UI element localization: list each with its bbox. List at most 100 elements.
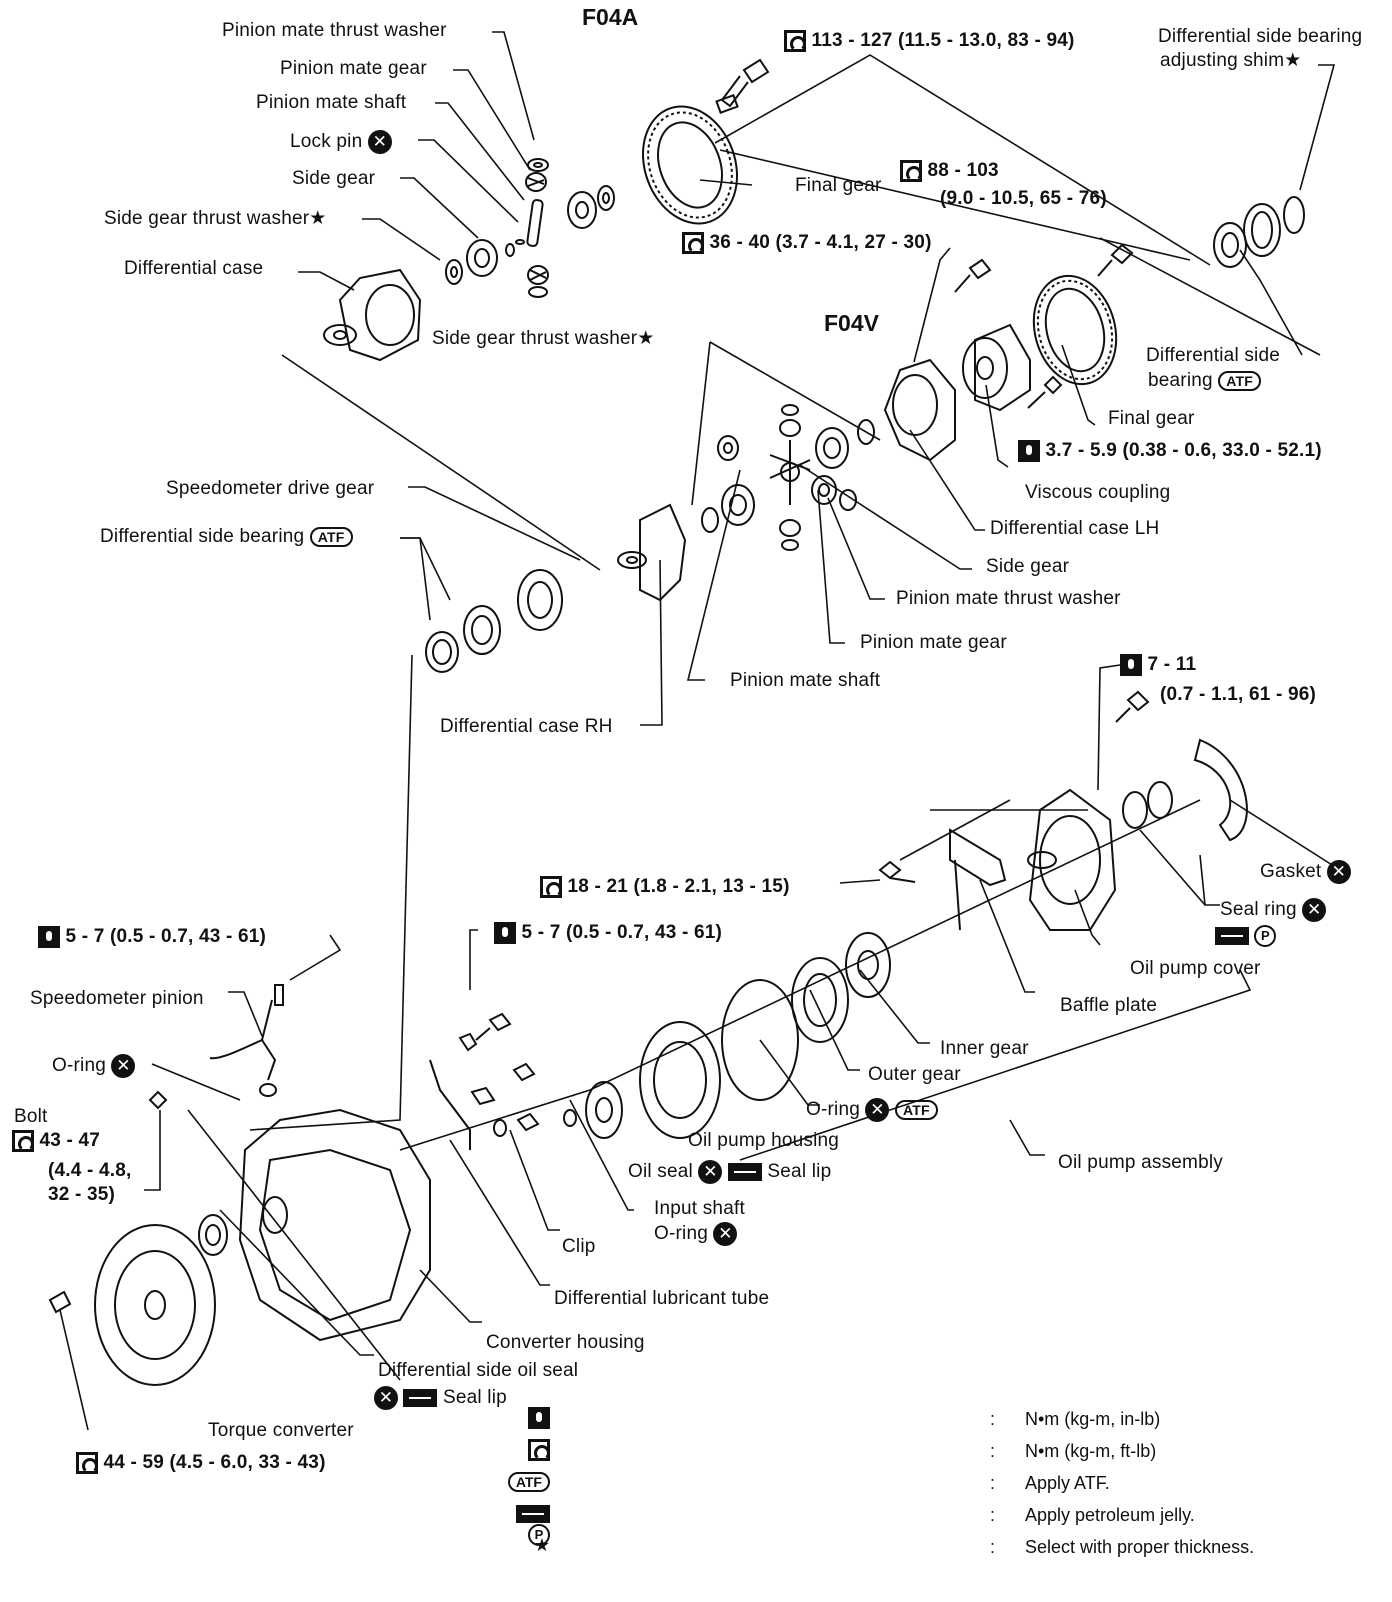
petroleum-jelly-icon [403, 1389, 438, 1407]
lock-pin-text: Lock pin [290, 131, 363, 153]
label-torque-7-11-2: (0.7 - 1.1, 61 - 96) [1160, 684, 1317, 705]
label-torque-36-40: 36 - 40 (3.7 - 4.1, 27 - 30) [682, 232, 932, 254]
label-side-gear-thrust-washer-top: Side gear thrust washer★ [104, 208, 327, 230]
atf-icon: ATF [894, 1100, 938, 1120]
torque-in-lb-icon [494, 922, 516, 944]
label-bolt: Bolt [14, 1106, 48, 1127]
gasket-text: Gasket [1260, 861, 1322, 883]
label-inner-gear: Inner gear [940, 1038, 1029, 1059]
label-final-gear-right: Final gear [1108, 408, 1195, 429]
torque-ft-lb-icon [76, 1452, 98, 1474]
petroleum-jelly-icon [727, 1163, 762, 1181]
label-pinion-mate-gear-right: Pinion mate gear [860, 632, 1007, 653]
replace-icon: ✕ [1302, 898, 1327, 922]
star-icon: ★ [533, 1535, 550, 1555]
label-differential-case: Differential case [124, 258, 264, 279]
label-diff-side-bearing-right-2: bearing ATF [1148, 370, 1262, 392]
label-differential-case-rh: Differential case RH [440, 716, 613, 737]
label-torque-final-gear-2: (9.0 - 10.5, 65 - 76) [940, 188, 1107, 209]
label-pinion-mate-thrust-washer-top: Pinion mate thrust washer [222, 20, 447, 41]
label-seal-ring: Seal ring ✕ [1220, 898, 1327, 922]
p-icon: P [1254, 925, 1277, 947]
label-torque-7-11-1: 7 - 11 [1120, 654, 1196, 676]
label-side-gear-thrust-washer-mid: Side gear thrust washer★ [432, 328, 655, 350]
f04v-parts [425, 196, 1305, 673]
label-o-ring-left: O-ring ✕ [52, 1054, 136, 1078]
label-converter-housing: Converter housing [486, 1332, 645, 1353]
label-torque-5-7-mid: 5 - 7 (0.5 - 0.7, 43 - 61) [494, 922, 722, 944]
atf-icon: ATF [309, 526, 353, 547]
label-torque-final-gear-1: 88 - 103 [900, 160, 999, 182]
label-outer-gear: Outer gear [868, 1064, 961, 1085]
label-bolt-torque-3: 32 - 35) [48, 1184, 116, 1205]
torque-ft-lb-icon [540, 876, 562, 898]
torque-113-127-text: 113 - 127 (11.5 - 13.0, 83 - 94) [811, 30, 1075, 52]
shim-text: adjusting shim [1160, 50, 1285, 71]
colon: : [990, 1409, 996, 1429]
torque-in-lb-icon [38, 926, 60, 948]
label-oil-pump-cover: Oil pump cover [1130, 958, 1261, 979]
torque-5-7-left-text: 5 - 7 (0.5 - 0.7, 43 - 61) [65, 926, 267, 948]
f04v-title: F04V [824, 310, 879, 336]
label-torque-5-7-left: 5 - 7 (0.5 - 0.7, 43 - 61) [38, 926, 266, 948]
label-input-shaft-1: Input shaft [654, 1198, 745, 1219]
replace-icon: ✕ [367, 130, 392, 154]
label-differential-case-lh: Differential case LH [990, 518, 1160, 539]
petroleum-jelly-icon [516, 1505, 550, 1524]
star-icon: ★ [637, 328, 655, 349]
label-side-gear-right: Side gear [986, 556, 1070, 577]
label-gasket: Gasket ✕ [1260, 860, 1351, 884]
label-input-shaft-2: O-ring ✕ [654, 1222, 738, 1246]
label-torque-viscous: 3.7 - 5.9 (0.38 - 0.6, 33.0 - 52.1) [1018, 440, 1322, 462]
torque-ft-lb-icon [682, 232, 704, 254]
label-differential-side-oil-seal: Differential side oil seal [378, 1360, 579, 1381]
legend-text: Apply petroleum jelly. [1025, 1505, 1195, 1525]
colon: : [990, 1537, 996, 1557]
legend-text: N•m (kg-m, in-lb) [1025, 1409, 1161, 1429]
torque-5-7-mid-text: 5 - 7 (0.5 - 0.7, 43 - 61) [521, 922, 723, 944]
torque-ft-lb-icon [12, 1130, 34, 1152]
label-seal-ring-jelly: P [1215, 925, 1277, 947]
torque-ft-lb-icon [900, 160, 922, 182]
legend-text: Select with proper thickness. [1025, 1537, 1255, 1557]
torque-36-40-text: 36 - 40 (3.7 - 4.1, 27 - 30) [709, 232, 932, 254]
torque-in-lb-icon [528, 1407, 550, 1430]
label-lock-pin: Lock pin ✕ [290, 130, 392, 154]
torque-in-lb-icon [1120, 654, 1142, 676]
side-gear-thrust-washer-mid-text: Side gear thrust washer [432, 328, 638, 349]
torque-viscous-text: 3.7 - 5.9 (0.38 - 0.6, 33.0 - 52.1) [1045, 440, 1322, 462]
label-seal-lip-2: ✕ Seal lip [374, 1386, 507, 1410]
petroleum-jelly-icon [1215, 927, 1249, 945]
label-diff-side-bearing-shim-2: adjusting shim★ [1160, 50, 1301, 72]
torque-18-21-text: 18 - 21 (1.8 - 2.1, 13 - 15) [567, 876, 790, 898]
legend-text: Apply ATF. [1025, 1473, 1110, 1493]
label-speedometer-pinion: Speedometer pinion [30, 988, 204, 1009]
label-diff-side-bearing-shim-1: Differential side bearing [1158, 26, 1363, 47]
label-bolt-torque-2: (4.4 - 4.8, [48, 1160, 132, 1181]
label-final-gear-top: Final gear [795, 175, 882, 196]
differential-side-bearing-text: Differential side bearing [100, 526, 305, 547]
oil-pump-parts [429, 690, 1248, 1150]
replace-icon: ✕ [713, 1222, 738, 1246]
label-baffle-plate: Baffle plate [1060, 995, 1158, 1016]
label-torque-final-gear-bolt-top: 113 - 127 (11.5 - 13.0, 83 - 94) [784, 30, 1075, 52]
input-shaft-o-ring-text: O-ring [654, 1223, 708, 1245]
label-viscous-coupling: Viscous coupling [1025, 482, 1171, 503]
atf-icon: ATF [1218, 370, 1262, 391]
replace-icon: ✕ [111, 1054, 136, 1078]
label-torque-44-59: 44 - 59 (4.5 - 6.0, 33 - 43) [76, 1452, 326, 1474]
replace-icon: ✕ [865, 1098, 890, 1122]
star-icon: ★ [309, 208, 327, 229]
replace-icon: ✕ [698, 1160, 723, 1184]
label-pinion-mate-gear-top: Pinion mate gear [280, 58, 427, 79]
colon: : [990, 1473, 996, 1493]
bolt-torque-text: 43 - 47 [39, 1130, 101, 1152]
torque-ft-lb-icon [784, 30, 806, 52]
torque-44-59-text: 44 - 59 (4.5 - 6.0, 33 - 43) [103, 1452, 326, 1474]
f04a-parts [323, 58, 770, 362]
o-ring-pump-text: O-ring [806, 1099, 860, 1121]
side-gear-thrust-washer-text: Side gear thrust washer [104, 208, 310, 229]
torque-ft-lb-icon [528, 1439, 550, 1462]
